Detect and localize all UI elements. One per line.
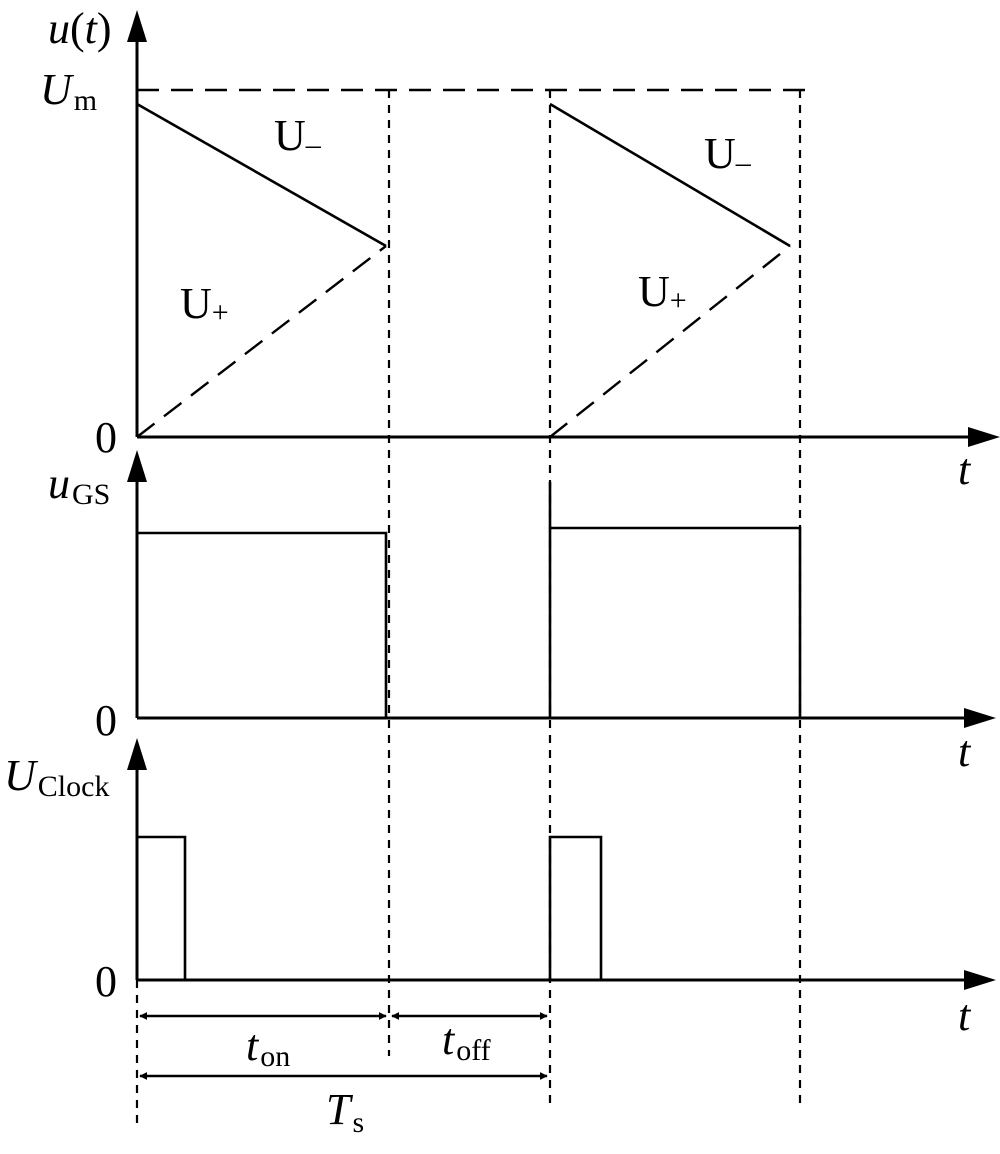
bottom-plot: UClock 0 t [4,738,996,1040]
top-y-axis-arrow [127,10,147,42]
bottom-x-label: t [958,991,972,1040]
clock-pulse-1 [137,835,187,980]
u-minus-ramp-2 [549,102,791,248]
um-label: Um [40,65,97,117]
middle-y-axis-arrow [127,450,147,482]
top-x-label: t [958,445,972,494]
u-plus-ramp-1 [136,245,387,438]
period-label: Ts [326,1085,364,1139]
top-plot: u(t) Um 0 t U– U– U+ U+ [40,4,1000,494]
bottom-x-axis-arrow [964,970,996,990]
top-y-label: u(t) [48,4,112,53]
middle-y-label: uGS [48,459,110,511]
u-minus-ramp-1 [136,102,387,248]
u-plus-label-2: U+ [638,267,687,317]
bottom-y-axis-arrow [127,738,147,770]
clock-pulse-2 [548,835,603,980]
bottom-y-label: UClock [4,751,109,803]
guide-lines [135,90,802,1126]
middle-plot: uGS 0 t [48,450,996,776]
middle-zero-label: 0 [95,696,117,745]
t-on-label: ton [246,1021,290,1073]
middle-x-label: t [958,727,972,776]
u-minus-label-1: U– [274,111,322,161]
ugs-pulse-1 [137,531,388,718]
u-minus-label-2: U– [704,129,752,179]
u-plus-ramp-2 [549,245,791,438]
top-x-axis-arrow [968,427,1000,447]
t-off-label: toff [442,1015,491,1067]
top-zero-label: 0 [95,413,117,462]
middle-x-axis-arrow [964,708,996,728]
ugs-pulse-2 [548,482,802,718]
timing-annotations: ton toff Ts [139,1012,548,1139]
u-plus-label-1: U+ [180,279,229,329]
bottom-zero-label: 0 [95,957,117,1006]
